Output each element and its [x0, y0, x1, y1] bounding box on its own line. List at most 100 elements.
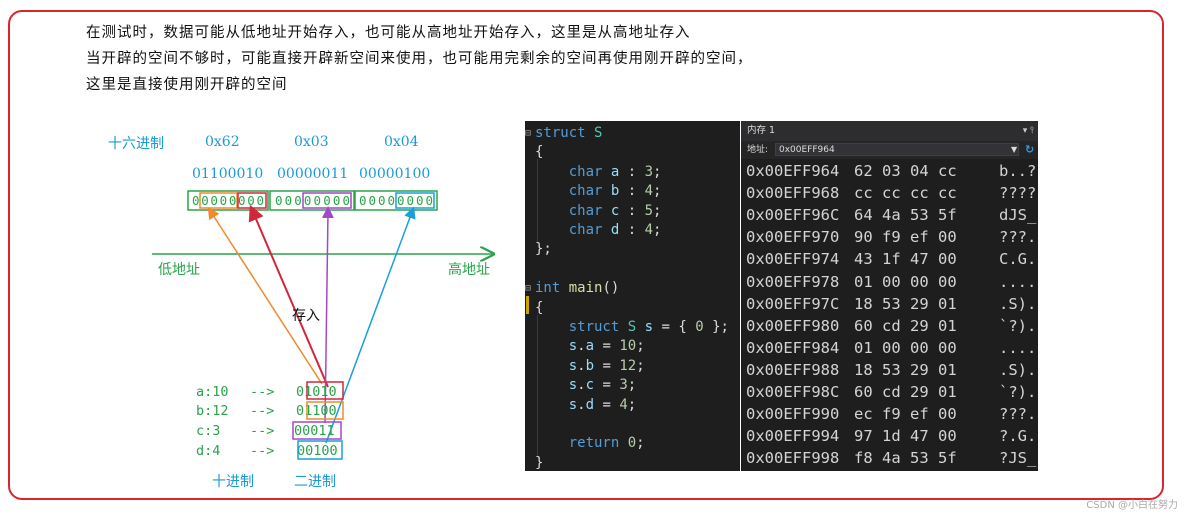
memory-row[interactable]: 0x00EFF990 ec f9 ef 00???. — [746, 403, 1036, 425]
memory-bytes: 62 03 04 cc — [854, 162, 957, 180]
code-token: = — [594, 377, 620, 394]
memory-bytes: 60 cd 29 01 — [854, 383, 957, 401]
note-line-1: 在测试时，数据可能从低地址开始存入，也可能从高地址开始存入，这里是从高地址存入 — [86, 25, 691, 41]
memory-ascii: ???. — [999, 405, 1037, 424]
code-line[interactable]: s.b = 12; — [535, 357, 645, 376]
binary-label: 二进制 — [294, 474, 336, 490]
field-d-arrow: --> — [250, 443, 274, 459]
memory-addr: 0x00EFF990 — [746, 405, 840, 424]
code-line[interactable]: struct S s = { 0 }; — [535, 318, 729, 337]
field-a-arrow: --> — [250, 384, 274, 400]
memory-addr: 0x00EFF97C — [746, 294, 840, 313]
memory-bytes: 97 1d 47 00 — [854, 427, 957, 446]
memory-addr: 0x00EFF998 — [746, 449, 840, 468]
memory-addr: 0x00EFF978 — [746, 272, 840, 291]
code-token: : — [619, 163, 645, 180]
code-token — [535, 338, 569, 354]
code-line[interactable]: }; — [535, 240, 552, 259]
code-token: ; — [636, 338, 645, 355]
code-line[interactable]: char a : 3; — [535, 163, 662, 182]
field-b-name: b:12 — [196, 403, 229, 419]
field-d-name: d:4 — [196, 443, 220, 459]
code-line[interactable]: { — [535, 143, 543, 162]
field-c-bin: 00011 — [294, 423, 335, 439]
code-token: () — [602, 280, 620, 297]
code-token: ; — [627, 396, 637, 413]
code-token: b — [610, 183, 620, 200]
code-token: 5 — [644, 202, 654, 219]
code-token: : — [619, 183, 645, 200]
code-token: 4 — [644, 183, 654, 200]
code-line[interactable]: s.c = 3; — [535, 376, 636, 395]
code-token: char — [568, 222, 603, 238]
code-token: return — [568, 435, 620, 452]
code-line[interactable]: s.d = 4; — [535, 396, 636, 415]
memory-addr: 0x00EFF970 — [746, 228, 840, 247]
arrow-d — [325, 206, 416, 444]
byte-box-1 — [187, 190, 269, 211]
code-line[interactable]: s.a = 10; — [535, 337, 645, 356]
code-token: 12 — [619, 357, 637, 374]
byte-box-3 — [354, 190, 438, 211]
field-d-bits-box — [297, 440, 343, 460]
memory-bytes: 60 cd 29 01 — [854, 316, 957, 335]
code-token — [619, 435, 627, 451]
byte-box-2 — [269, 190, 355, 211]
arrow-b — [248, 204, 329, 388]
memory-addr: 0x00EFF994 — [746, 427, 840, 446]
memory-addr: 0x00EFF988 — [746, 360, 840, 379]
memory-ascii: .... — [999, 338, 1037, 357]
refresh-icon[interactable]: ↻ — [1025, 143, 1035, 156]
memory-ascii: ???. — [999, 228, 1037, 247]
code-token — [535, 203, 569, 219]
memory-bytes: ec f9 ef 00 — [854, 405, 957, 424]
code-line[interactable]: int main()⊟ — [525, 279, 620, 298]
code-token: ; — [627, 377, 637, 394]
red-frame — [8, 10, 1164, 500]
address-input[interactable]: 0x00EFF964 — [775, 143, 1019, 156]
memory-title: 内存 1 — [747, 125, 776, 136]
code-token: 4 — [644, 222, 654, 238]
code-token — [586, 125, 594, 141]
code-line[interactable]: { — [535, 299, 543, 318]
memory-title-bar: 内存 1 ▾ ⫯ — [741, 121, 1038, 141]
decimal-label: 十进制 — [212, 474, 254, 490]
code-token: s — [568, 377, 578, 394]
code-line[interactable]: char b : 4; — [535, 182, 662, 201]
code-token: struct — [535, 125, 586, 141]
code-line[interactable]: struct S⊟ — [525, 124, 602, 143]
code-line[interactable]: char c : 5; — [535, 202, 662, 221]
pin-icon[interactable]: ▾ ⫯ — [1022, 126, 1034, 136]
code-token: s — [644, 319, 654, 335]
fold-icon[interactable]: ⊟ — [525, 283, 532, 295]
code-line[interactable]: char d : 4; — [535, 221, 662, 240]
code-token: = — [594, 357, 620, 374]
chevron-down-icon[interactable]: ▼ — [1011, 145, 1018, 154]
code-token: 3 — [619, 377, 628, 394]
code-line[interactable]: return 0; — [535, 434, 645, 453]
note-line-3: 这里是直接使用刚开辟的空间 — [86, 77, 288, 93]
code-token — [535, 183, 569, 199]
code-token — [535, 222, 569, 238]
fold-icon[interactable]: ⊟ — [525, 128, 532, 139]
code-token: d — [610, 222, 620, 238]
memory-bytes: 18 53 29 01 — [854, 360, 957, 379]
code-editor[interactable]: struct S⊟{ char a : 3; char b : 4; char … — [525, 121, 740, 471]
code-token — [602, 203, 610, 219]
code-line[interactable]: } — [535, 454, 543, 471]
code-token: s — [568, 396, 578, 413]
